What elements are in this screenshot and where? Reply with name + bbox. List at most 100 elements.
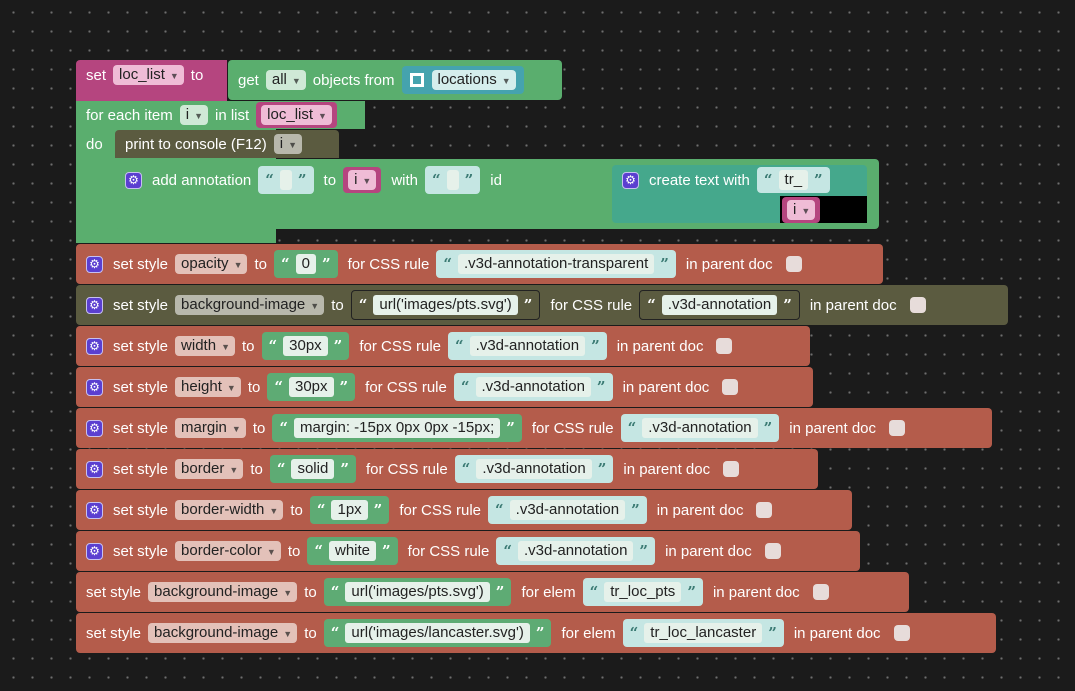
gear-icon[interactable]: ⚙ <box>86 460 103 478</box>
target-dropdown[interactable]: i▼ <box>348 170 377 190</box>
text-part-dropdown[interactable]: i▼ <box>787 199 816 220</box>
css-rule-block[interactable]: “.v3d-annotation” <box>453 373 613 401</box>
style-property-dropdown[interactable]: border-width▼ <box>175 500 284 520</box>
in-parent-doc-checkbox[interactable] <box>756 502 773 518</box>
style-value-block[interactable]: “solid” <box>269 455 356 483</box>
css-rule-block[interactable]: “.v3d-annotation” <box>454 455 614 483</box>
css-rule-value[interactable]: .v3d-annotation <box>469 336 586 356</box>
style-property-dropdown[interactable]: background-image▼ <box>175 295 325 315</box>
style-value[interactable]: white <box>328 541 377 561</box>
style-value[interactable]: 1px <box>331 500 368 520</box>
close-quote-icon: ” <box>495 583 505 601</box>
close-quote-icon: ” <box>631 501 640 519</box>
css-rule-block[interactable]: “.v3d-annotation” <box>620 414 780 442</box>
in-parent-doc-checkbox[interactable] <box>716 338 733 354</box>
elem-id-value[interactable]: tr_loc_lancaster <box>644 623 763 643</box>
style-value-block[interactable]: “white” <box>307 537 398 565</box>
gear-icon[interactable]: ⚙ <box>86 501 103 519</box>
gear-icon[interactable]: ⚙ <box>622 171 639 189</box>
style-property-dropdown[interactable]: border-color▼ <box>175 541 281 561</box>
style-value[interactable]: margin: -15px 0px 0px -15px; <box>293 418 501 438</box>
css-rule-block[interactable]: “.v3d-annotation” <box>639 290 800 320</box>
css-rule-block[interactable]: “.v3d-annotation” <box>448 332 607 360</box>
gear-icon[interactable]: ⚙ <box>86 337 103 355</box>
css-rule-value[interactable]: .v3d-annotation <box>518 541 634 561</box>
style-value[interactable]: 0 <box>295 254 316 274</box>
objects-dropdown[interactable]: locations▼ <box>431 70 516 90</box>
css-rule-value[interactable]: .v3d-annotation <box>642 418 758 438</box>
in-parent-doc-checkbox[interactable] <box>723 461 740 477</box>
style-property-dropdown[interactable]: height▼ <box>175 377 241 397</box>
style-property-dropdown[interactable]: background-image▼ <box>148 623 298 643</box>
text-part-variable-block[interactable]: i▼ <box>782 196 821 223</box>
css-rule-value[interactable]: .v3d-annotation <box>475 377 591 397</box>
style-value[interactable]: 30px <box>288 377 334 397</box>
with-text-block[interactable]: “” <box>425 166 481 194</box>
css-rule-value[interactable]: .v3d-annotation-transparent <box>457 254 655 274</box>
style-value-block[interactable]: “url('images/pts.svg')” <box>323 578 512 606</box>
elem-id-block[interactable]: “tr_loc_lancaster” <box>622 619 784 647</box>
style-value-block[interactable]: “30px” <box>261 332 350 360</box>
mode-dropdown[interactable]: all▼ <box>265 70 306 90</box>
with-text-value[interactable] <box>446 170 459 190</box>
css-rule-value[interactable]: .v3d-annotation <box>509 500 626 520</box>
style-value-block[interactable]: “0” <box>274 250 338 278</box>
objects-block[interactable]: locations▼ <box>401 66 524 94</box>
gear-icon[interactable]: ⚙ <box>86 378 103 396</box>
for-css-rule-label: for CSS rule <box>347 255 430 273</box>
annotation-text-value[interactable] <box>279 170 292 190</box>
text-part-block[interactable]: “tr_” <box>756 167 830 193</box>
gear-icon[interactable]: ⚙ <box>86 296 103 314</box>
in-parent-doc-checkbox[interactable] <box>893 625 910 641</box>
gear-icon[interactable]: ⚙ <box>125 171 142 189</box>
open-quote-icon: “ <box>589 583 599 601</box>
css-rule-block[interactable]: “.v3d-annotation” <box>488 496 647 524</box>
style-property-dropdown[interactable]: opacity▼ <box>175 254 248 274</box>
gear-icon[interactable]: ⚙ <box>86 255 103 273</box>
style-value[interactable]: 30px <box>283 336 328 356</box>
css-rule-block[interactable]: “.v3d-annotation-transparent” <box>436 250 676 278</box>
print-var-dropdown[interactable]: i▼ <box>273 134 302 154</box>
style-property-dropdown[interactable]: width▼ <box>175 336 235 356</box>
gear-icon[interactable]: ⚙ <box>86 542 103 560</box>
style-value-block[interactable]: “url('images/pts.svg')” <box>350 290 541 320</box>
style-property-dropdown[interactable]: border▼ <box>175 459 244 479</box>
style-property-dropdown[interactable]: background-image▼ <box>148 582 298 602</box>
list-dropdown[interactable]: loc_list▼ <box>261 105 332 125</box>
open-quote-icon: “ <box>460 378 470 396</box>
in-parent-doc-checkbox[interactable] <box>812 584 829 600</box>
elem-id-value[interactable]: tr_loc_pts <box>604 582 682 602</box>
list-variable-block[interactable]: loc_list▼ <box>256 102 337 128</box>
style-property-dropdown[interactable]: margin▼ <box>175 418 246 438</box>
loop-var-dropdown[interactable]: i▼ <box>179 105 208 125</box>
chevron-down-icon: ▼ <box>269 506 279 516</box>
annotation-text-block[interactable]: “” <box>258 166 314 194</box>
style-value-block[interactable]: “30px” <box>267 373 356 401</box>
in-parent-doc-label: in parent doc <box>789 419 877 437</box>
style-value[interactable]: url('images/pts.svg') <box>373 295 518 315</box>
in-parent-doc-checkbox[interactable] <box>722 379 739 395</box>
target-variable-block[interactable]: i▼ <box>343 167 382 193</box>
variable-dropdown[interactable]: loc_list▼ <box>113 65 184 85</box>
to-label: to <box>304 624 317 642</box>
in-parent-doc-checkbox[interactable] <box>909 297 926 313</box>
style-value-block[interactable]: “1px” <box>309 496 390 524</box>
gear-icon[interactable]: ⚙ <box>86 419 103 437</box>
open-quote-icon: “ <box>461 460 471 478</box>
elem-id-block[interactable]: “tr_loc_pts” <box>582 578 703 606</box>
style-value[interactable]: url('images/pts.svg') <box>345 582 490 602</box>
style-value[interactable]: url('images/lancaster.svg') <box>345 623 530 643</box>
css-rule-block[interactable]: “.v3d-annotation” <box>496 537 656 565</box>
in-parent-doc-checkbox[interactable] <box>785 256 802 272</box>
css-rule-value[interactable]: .v3d-annotation <box>476 459 592 479</box>
css-rule-value[interactable]: .v3d-annotation <box>661 295 778 315</box>
open-quote-icon: “ <box>330 624 340 642</box>
style-value[interactable]: solid <box>291 459 335 479</box>
text-part-value[interactable]: tr_ <box>778 170 809 190</box>
in-parent-doc-checkbox[interactable] <box>889 420 906 436</box>
style-property-value: width <box>181 337 217 354</box>
style-value-block[interactable]: “margin: -15px 0px 0px -15px;” <box>272 414 522 442</box>
style-value-block[interactable]: “url('images/lancaster.svg')” <box>323 619 552 647</box>
in-parent-doc-checkbox[interactable] <box>764 543 781 559</box>
